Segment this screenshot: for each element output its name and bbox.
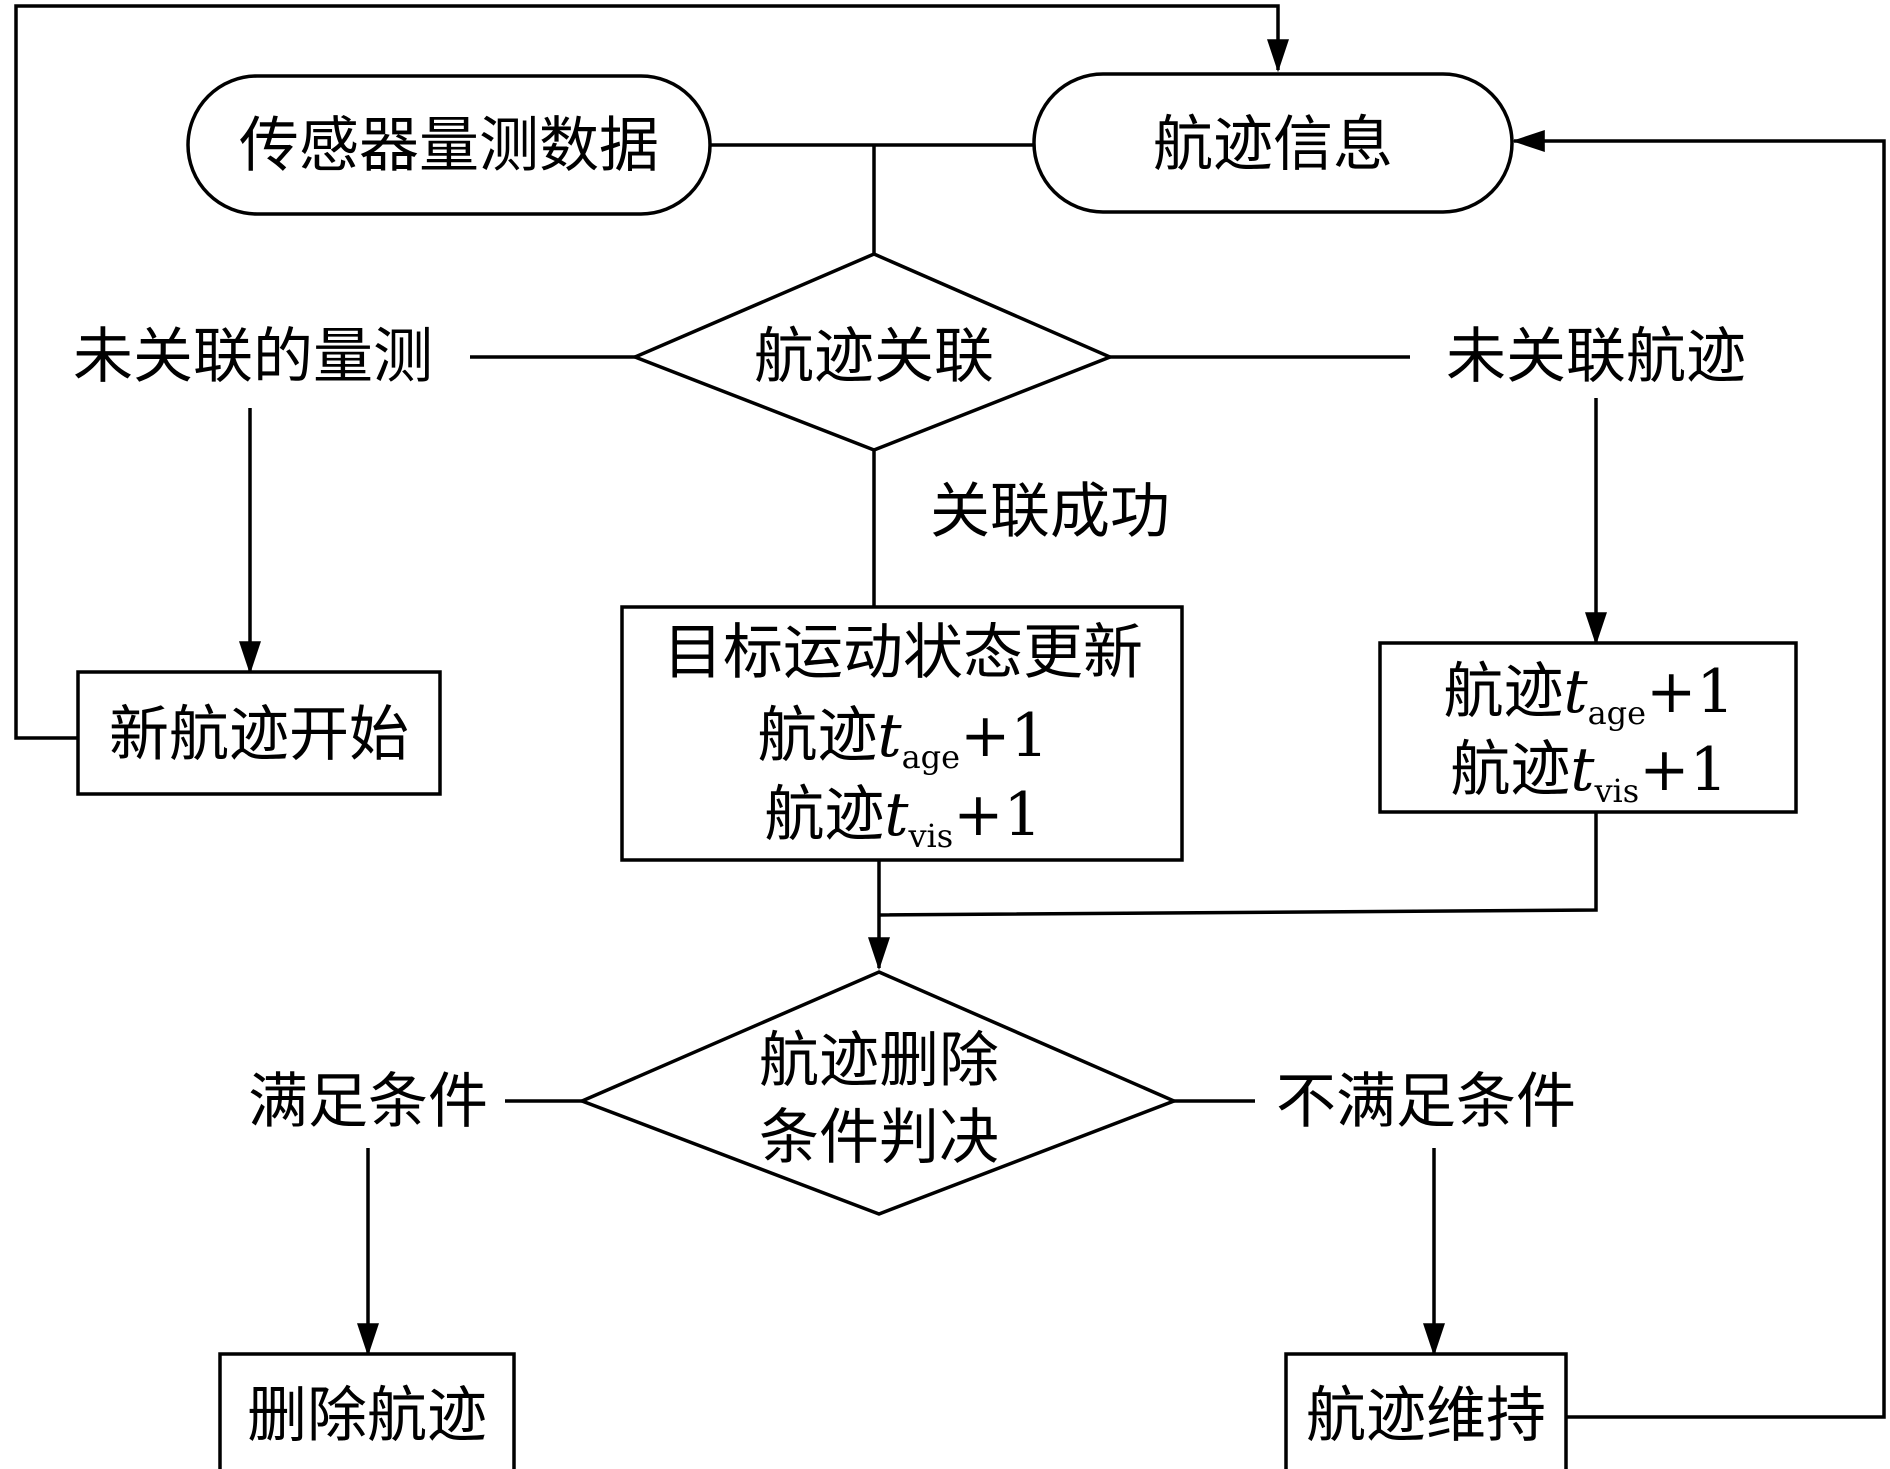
association-success-label: 关联成功 <box>930 477 1170 547</box>
delete-track-label: 删除航迹 <box>247 1381 487 1451</box>
delete-track-node: 删除航迹 <box>218 1352 516 1469</box>
edge-labels: 未关联的量测 未关联航迹 关联成功 满足条件 不满足条件 <box>73 322 1746 1137</box>
new-track-start-label: 新航迹开始 <box>109 700 409 770</box>
deletion-decision-line1: 航迹删除 <box>759 1026 999 1096</box>
state-update-node: 目标运动状态更新 航迹tage+1 航迹tvis+1 <box>620 605 1184 862</box>
unassoc-update-age-line: 航迹tage+1 <box>1443 657 1734 732</box>
sensor-data-label: 传感器量测数据 <box>239 111 659 181</box>
unassoc-update-merge-line <box>878 812 1598 917</box>
condition-not-met-label: 不满足条件 <box>1276 1067 1576 1137</box>
unassoc-update-vis-line: 航迹tvis+1 <box>1450 735 1727 810</box>
condition-met-label: 满足条件 <box>248 1067 488 1137</box>
deletion-decision-line2: 条件判决 <box>759 1103 999 1173</box>
maintain-feedback-line <box>1511 130 1886 1419</box>
sensor-data-node: 传感器量测数据 <box>186 74 712 216</box>
new-track-feedback-line <box>14 4 1289 740</box>
unassoc-update-node: 航迹tage+1 航迹tvis+1 <box>1378 641 1798 814</box>
connectors <box>14 4 1886 1419</box>
unassociated-measurement-label: 未关联的量测 <box>73 322 433 392</box>
track-association-label: 航迹关联 <box>754 322 994 392</box>
track-info-label: 航迹信息 <box>1153 110 1393 180</box>
new-track-start-node: 新航迹开始 <box>76 670 442 796</box>
maintain-track-label: 航迹维持 <box>1306 1381 1546 1451</box>
state-update-title: 目标运动状态更新 <box>663 618 1143 688</box>
maintain-track-node: 航迹维持 <box>1284 1352 1568 1469</box>
state-update-age-line: 航迹tage+1 <box>757 701 1048 776</box>
track-info-node: 航迹信息 <box>1032 72 1514 214</box>
unassociated-track-label: 未关联航迹 <box>1446 322 1746 392</box>
deletion-decision-node: 航迹删除 条件判决 <box>577 970 1179 1216</box>
state-update-vis-line: 航迹tvis+1 <box>764 780 1041 855</box>
track-association-node: 航迹关联 <box>630 252 1115 452</box>
